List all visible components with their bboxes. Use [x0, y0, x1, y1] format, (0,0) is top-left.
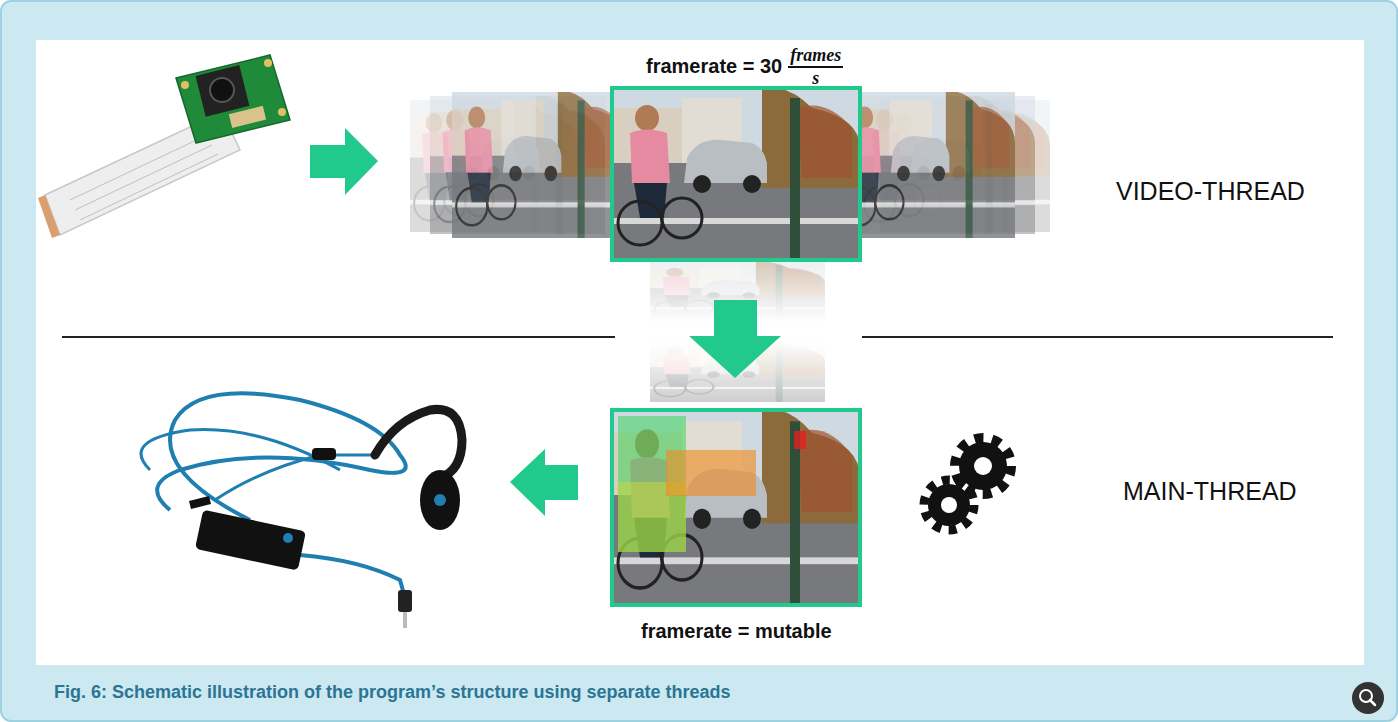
video-frame	[612, 87, 860, 260]
passing-frame	[650, 262, 825, 402]
framerate-text: framerate = 30	[646, 55, 782, 78]
frame-border	[612, 410, 860, 605]
thread-label: MAIN-THREAD	[1123, 477, 1297, 506]
inner-panel	[36, 40, 1364, 665]
flow-arrow	[689, 300, 781, 378]
thread-label: VIDEO-THREAD	[1116, 177, 1305, 206]
gears-icon	[924, 438, 1011, 530]
thread-divider	[62, 336, 615, 338]
flow-arrow	[310, 128, 378, 195]
frame-border	[612, 88, 860, 260]
fraction-denominator: s	[812, 68, 819, 88]
thread-divider	[862, 336, 1333, 338]
framerate-text: framerate = mutable	[641, 620, 832, 643]
framerate-heading: framerate = 30 framess	[646, 46, 843, 88]
fraction: framess	[788, 46, 843, 88]
detection-overlays	[618, 416, 806, 552]
bone-conduction-headset	[141, 393, 462, 628]
processed-frame	[612, 409, 860, 605]
figure-caption: Fig. 6: Schematic illustration of the pr…	[54, 682, 731, 703]
camera-module	[38, 55, 290, 238]
fraction-numerator: frames	[788, 46, 843, 68]
zoom-icon	[1352, 682, 1384, 714]
flow-arrow	[510, 449, 578, 516]
